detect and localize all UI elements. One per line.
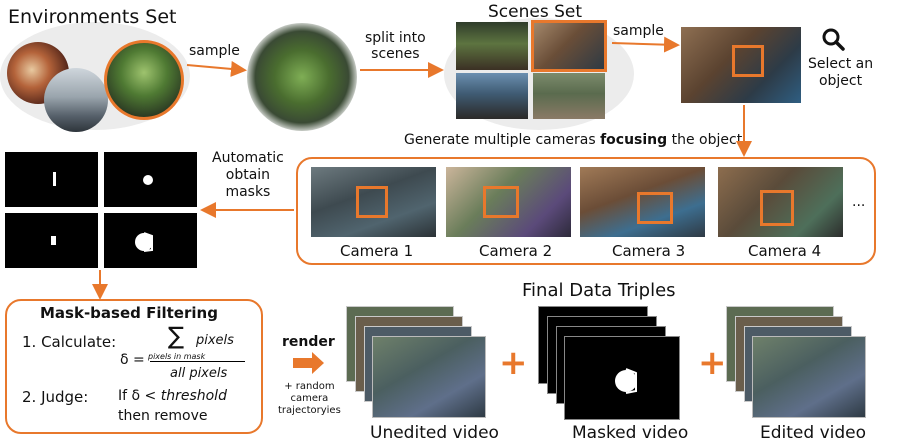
scene-thumb-2-selected — [531, 20, 607, 72]
mask-filtering-panel — [5, 299, 263, 434]
generate-cameras-suffix: the object — [667, 132, 743, 148]
object-highlight-box — [732, 45, 764, 77]
if-delta: If δ < — [118, 388, 161, 404]
edited-video-label: Edited video — [760, 423, 867, 443]
camera-3-label: Camera 3 — [612, 242, 686, 260]
then-remove: then remove — [118, 408, 208, 424]
environments-set-title: Environments Set — [8, 6, 177, 28]
step-2-label: 2. Judge: — [22, 388, 89, 406]
sampled-environment-image — [247, 23, 357, 131]
scene-thumb-3 — [456, 73, 528, 119]
delta-equals: δ = — [120, 352, 145, 368]
render-label: render — [282, 334, 335, 350]
generate-cameras-prefix: Generate multiple cameras — [404, 132, 601, 148]
camera-panel — [296, 157, 876, 265]
threshold-word: threshold — [160, 388, 227, 404]
pixels-numerator: pixels — [196, 333, 234, 348]
env-thumb-street-selected — [104, 40, 184, 120]
sum-symbol: ∑ — [168, 322, 185, 350]
camera-1-image — [311, 167, 436, 237]
select-object-label: Select an object — [808, 56, 874, 89]
scene-thumb-1 — [456, 22, 528, 70]
automatic-masks-label: Automatic obtain masks — [212, 150, 284, 200]
scenes-set-title: Scenes Set — [488, 2, 583, 22]
render-arrow-icon — [293, 352, 324, 374]
camera-2-focus-box — [483, 186, 519, 218]
final-data-triples-title: Final Data Triples — [522, 280, 676, 301]
sample-label-1: sample — [189, 43, 240, 59]
scene-thumb-4 — [533, 73, 605, 119]
camera-2-label: Camera 2 — [479, 242, 553, 260]
camera-3-image — [580, 167, 705, 237]
split-into-scenes-label: split into scenes — [365, 30, 426, 62]
unedited-video-label: Unedited video — [370, 423, 499, 443]
selected-scene-image — [681, 27, 801, 103]
env-thumb-city — [44, 68, 108, 132]
camera-1-focus-box — [356, 186, 388, 218]
step-1-label: 1. Calculate: — [22, 333, 117, 351]
magnifier-icon — [820, 26, 848, 54]
judge-condition: If δ < threshold — [118, 388, 227, 404]
camera-4-label: Camera 4 — [748, 242, 822, 260]
mask-filtering-title: Mask-based Filtering — [40, 304, 218, 322]
camera-1-label: Camera 1 — [340, 242, 414, 260]
plus-icon-2: + — [698, 343, 727, 383]
plus-icon-1: + — [499, 343, 528, 383]
generate-cameras-label: Generate multiple cameras focusing the o… — [404, 132, 742, 148]
fraction-bar — [150, 361, 245, 362]
pixels-in-mask-subscript: pixels in mask — [148, 352, 206, 361]
random-trajectory-label: + random camera trajectoryies — [278, 381, 341, 416]
camera-4-focus-box — [760, 190, 794, 226]
mask-1 — [5, 152, 98, 207]
all-pixels-denominator: all pixels — [170, 366, 228, 381]
masked-video-label: Masked video — [572, 423, 689, 443]
unedited-frame-front — [372, 336, 486, 418]
edited-frame-front — [752, 336, 866, 418]
camera-3-focus-box — [637, 192, 673, 224]
camera-2-image — [446, 167, 571, 237]
ellipsis: ... — [852, 194, 866, 210]
generate-cameras-bold: focusing — [600, 132, 668, 148]
sample-label-2: sample — [613, 23, 664, 39]
